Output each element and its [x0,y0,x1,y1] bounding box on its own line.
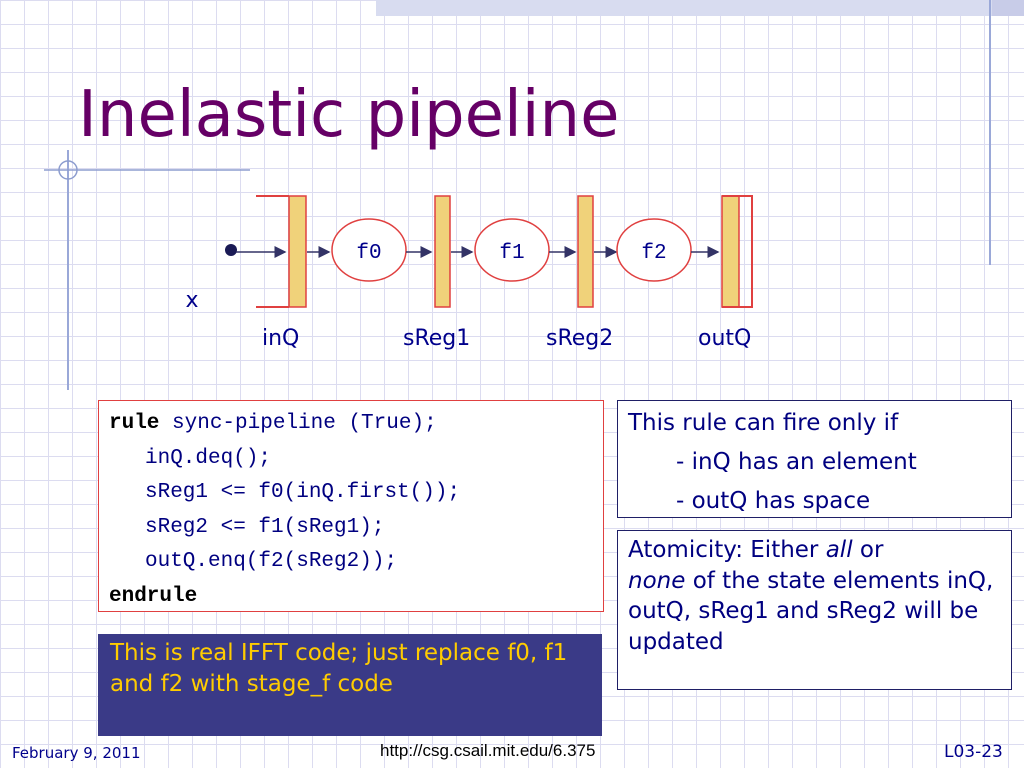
code-line: inQ.deq(); [145,446,272,470]
register-label-inq: inQ [262,326,300,351]
footer-page-number: L03-23 [944,742,1003,762]
fire-condition-heading: This rule can fire only if [628,410,899,436]
rule-signature: sync-pipeline (True); [159,412,437,435]
register-inq [288,195,307,308]
atomicity-emphasis-none: none [628,567,686,594]
header-band-accent [992,0,1024,16]
ifft-note-box: This is real IFFT code; just replace f0,… [98,634,602,736]
code-line: outQ.enq(f2(sReg2)); [145,550,398,573]
outq-bracket [722,195,753,308]
fire-condition-box: This rule can fire only if - inQ has an … [617,400,1012,518]
atomicity-text: of the state elements inQ, outQ, sReg1 a… [628,567,994,655]
stage-f0 [331,218,407,282]
fire-condition-item: - inQ has an element [676,449,917,475]
decor-line-left [67,150,69,390]
header-band-top [376,0,1024,16]
code-line: sReg1 <= f0(inQ.first()); [145,481,461,504]
register-label-outq: outQ [698,326,752,351]
code-block: rule sync-pipeline (True); inQ.deq(); sR… [98,400,604,612]
pipeline-diagram: f0 f1 f2 x [185,195,753,313]
footer-url[interactable]: http://csg.csail.mit.edu/6.375 [380,741,596,760]
inq-bracket [256,195,289,308]
stage-f1 [474,218,550,282]
stage-label-f2: f2 [641,242,666,265]
atomicity-text: Atomicity: Either [628,537,826,563]
code-line: sReg2 <= f1(sReg1); [145,515,385,539]
register-label-sreg2: sReg2 [546,326,614,351]
register-sreg2 [577,195,594,308]
ifft-note-text: This is real IFFT code; just replace f0,… [110,640,568,697]
footer-date: February 9, 2011 [12,744,141,762]
input-dot [225,244,237,256]
code-line-rule: rule sync-pipeline (True); [109,407,593,442]
keyword-endrule: endrule [109,584,198,608]
stage-label-f1: f1 [499,242,524,265]
atomicity-box: Atomicity: Either all or none of the stat… [617,530,1012,690]
register-label-sreg1: sReg1 [403,326,471,351]
decor-line-right [989,0,991,265]
register-outq [721,195,740,308]
fire-condition-item: - outQ has space [676,488,871,514]
input-label: x [185,288,198,313]
slide-title: Inelastic pipeline [78,78,620,152]
stage-label-f0: f0 [356,242,381,265]
crosshair-icon [44,160,250,180]
register-sreg1 [434,195,451,308]
keyword-rule: rule [109,412,160,435]
stage-f2 [616,218,692,282]
atomicity-text: or [852,537,884,563]
atomicity-emphasis-all: all [825,537,853,563]
